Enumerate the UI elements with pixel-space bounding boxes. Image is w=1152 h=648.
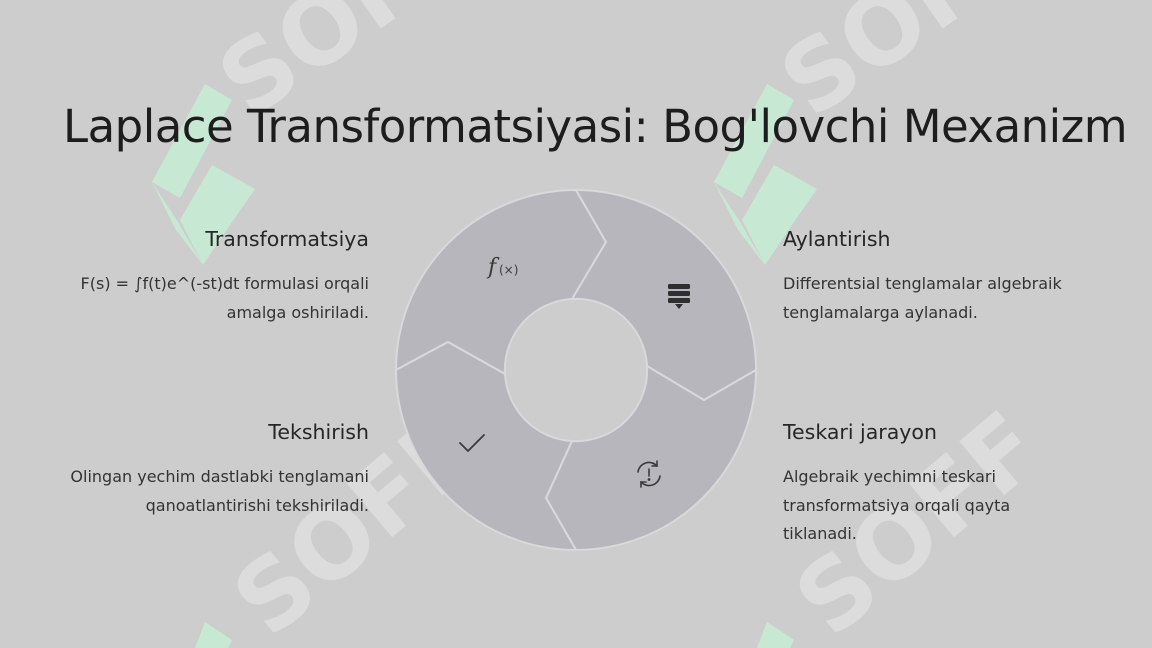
refresh-alert-icon (637, 460, 661, 488)
svg-text:(×): (×) (499, 263, 518, 277)
step-transformatsiya: Transformatsiya F(s) = ∫f(t)e^(-st)dt fo… (60, 225, 369, 327)
step-teskari-jarayon: Teskari jarayon Algebraik yechimni teska… (783, 418, 1083, 549)
cycle-segment-teskari (545, 365, 757, 551)
equation-icon (668, 284, 690, 309)
step-description-line: F(s) = ∫f(t)e^(-st)dt formulasi orqali (80, 274, 369, 293)
step-title: Aylantirish (783, 227, 891, 251)
check-icon (459, 434, 485, 452)
step-title: Teskari jarayon (783, 420, 937, 444)
step-description: Olingan yechim dastlabki tenglamani qano… (60, 463, 369, 520)
step-tekshirish: Tekshirish Olingan yechim dastlabki teng… (60, 418, 369, 520)
step-description: Differentsial tenglamalar algebraik teng… (783, 270, 1083, 327)
step-description-line: transformatsiya orqali qayta (783, 495, 1011, 515)
cycle-segment-transformatsiya (395, 189, 607, 375)
page-title: Laplace Transformatsiyasi: Bog'lovchi Me… (63, 100, 1128, 153)
cycle-diagram: f (×) (395, 189, 757, 551)
cycle-segment-aylantirish (571, 189, 757, 401)
step-description-line: tiklanadi. (783, 524, 857, 543)
cycle-center (506, 300, 646, 440)
step-description-line: qanoatlantirishi tekshiriladi. (145, 495, 369, 515)
step-description-line: Olingan yechim dastlabki tenglamani (70, 467, 369, 486)
cycle-segment-tekshirish (395, 341, 577, 551)
step-description-line: Algebraik yechimni teskari (783, 467, 996, 486)
step-description-line: amalga oshiriladi. (226, 302, 369, 322)
step-title: Tekshirish (268, 420, 369, 444)
step-description-line: tenglamalarga aylanadi. (783, 302, 978, 322)
step-description: Algebraik yechimni teskari transformatsi… (783, 463, 1083, 549)
step-title: Transformatsiya (205, 227, 369, 251)
step-description: F(s) = ∫f(t)e^(-st)dt formulasi orqali a… (60, 270, 369, 327)
step-aylantirish: Aylantirish Differentsial tenglamalar al… (783, 225, 1083, 327)
step-description-line: Differentsial tenglamalar algebraik (783, 274, 1062, 293)
